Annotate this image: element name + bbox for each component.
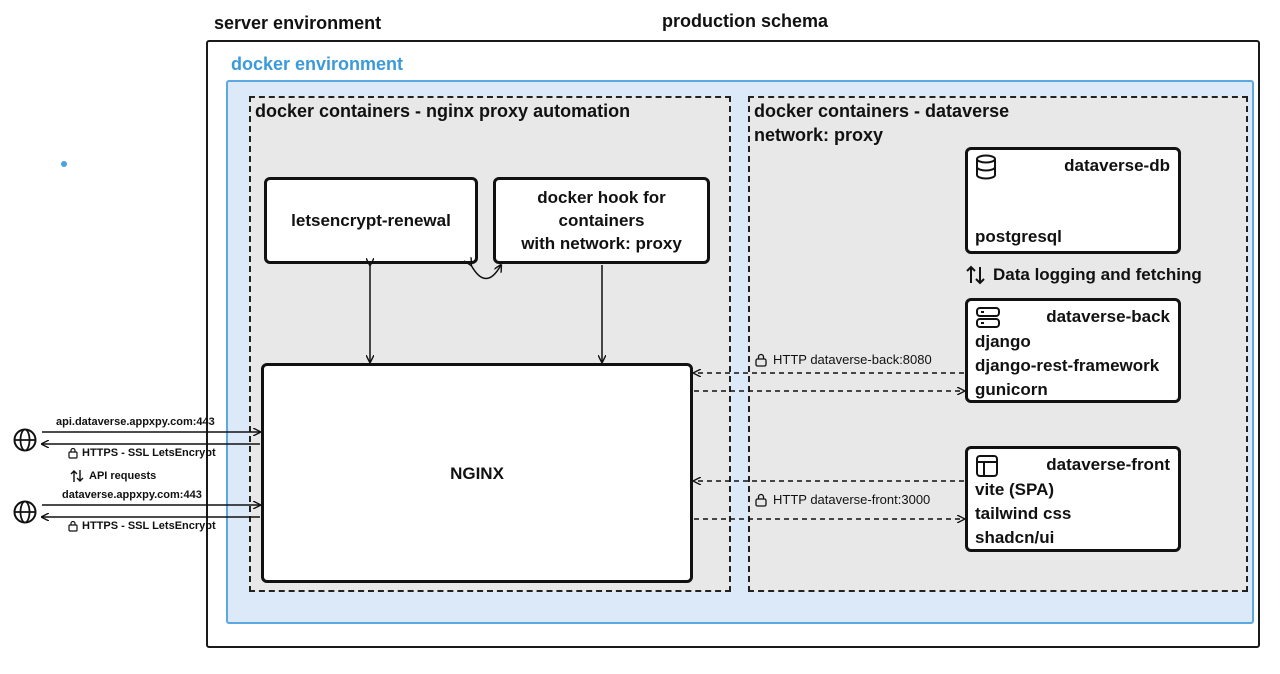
dataverse-back-title: dataverse-back: [1046, 307, 1170, 326]
lock-icon: [755, 493, 767, 507]
server-icon: [976, 307, 1000, 328]
dataverse-db-tech: postgresql: [975, 227, 1062, 246]
api-domain-label: api.dataverse.appxpy.com:443: [56, 416, 215, 428]
dataverse-front-tech-1: vite (SPA): [975, 480, 1055, 499]
docker-hook-label-1: docker hook for containers: [537, 188, 666, 230]
proxy-automation-label: docker containers - nginx proxy automati…: [255, 101, 631, 121]
db-back-relation: Data logging and fetching: [965, 263, 1202, 287]
globe-icon: [13, 500, 37, 524]
diagram-title: production schema: [662, 11, 829, 31]
dataverse-back-tech-3: gunicorn: [975, 380, 1048, 399]
globe-icon: [13, 428, 37, 452]
api-requests-text: API requests: [89, 470, 157, 482]
docker-environment-label: docker environment: [231, 54, 404, 74]
letsencrypt-renewal-label: letsencrypt-renewal: [291, 211, 451, 230]
server-environment-label: server environment: [214, 13, 382, 33]
api-ssl-label: HTTPS - SSL LetsEncrypt: [68, 447, 216, 459]
arrows-up-down-icon: [70, 470, 84, 482]
dataverse-back-node: dataverse-back django django-rest-framew…: [965, 298, 1181, 403]
dataverse-db-title: dataverse-db: [1064, 156, 1170, 175]
front-http-text: HTTP dataverse-front:3000: [773, 492, 931, 507]
nginx-label: NGINX: [450, 463, 504, 483]
lock-icon: [68, 520, 78, 532]
stray-dot: [61, 161, 67, 167]
front-domain-label: dataverse.appxpy.com:443: [62, 489, 202, 501]
network-proxy-label: network: proxy: [754, 125, 884, 145]
letsencrypt-renewal-node: letsencrypt-renewal: [264, 177, 478, 264]
dataverse-back-tech-1: django: [975, 332, 1031, 351]
dataverse-db-node: dataverse-db postgresql: [965, 147, 1181, 254]
lock-icon: [755, 353, 767, 367]
back-http-label: HTTP dataverse-back:8080: [755, 352, 932, 367]
api-requests-label: API requests: [70, 469, 156, 483]
front-ssl-label: HTTPS - SSL LetsEncrypt: [68, 520, 216, 532]
dataverse-front-node: dataverse-front vite (SPA) tailwind css …: [965, 446, 1181, 552]
front-http-label: HTTP dataverse-front:3000: [755, 492, 930, 507]
docker-hook-label-2: with network: proxy: [521, 234, 682, 253]
back-http-text: HTTP dataverse-back:8080: [773, 352, 932, 367]
nginx-node: NGINX: [261, 363, 693, 583]
database-icon: [976, 154, 996, 180]
docker-hook-node: docker hook for containers with network:…: [493, 177, 710, 264]
api-ssl-text: HTTPS - SSL LetsEncrypt: [82, 447, 216, 459]
dataverse-group-label: docker containers - dataverse: [754, 101, 1010, 121]
arrows-up-down-icon: [966, 265, 985, 285]
server-environment-box: [206, 40, 1260, 648]
lock-icon: [68, 447, 78, 459]
layout-icon: [976, 455, 998, 477]
dataverse-front-tech-3: shadcn/ui: [975, 528, 1055, 547]
dataverse-back-tech-2: django-rest-framework: [975, 356, 1160, 375]
db-back-relation-label: Data logging and fetching: [993, 265, 1202, 284]
dataverse-front-tech-2: tailwind css: [975, 504, 1072, 523]
front-ssl-text: HTTPS - SSL LetsEncrypt: [82, 520, 216, 532]
dataverse-front-title: dataverse-front: [1046, 455, 1170, 474]
